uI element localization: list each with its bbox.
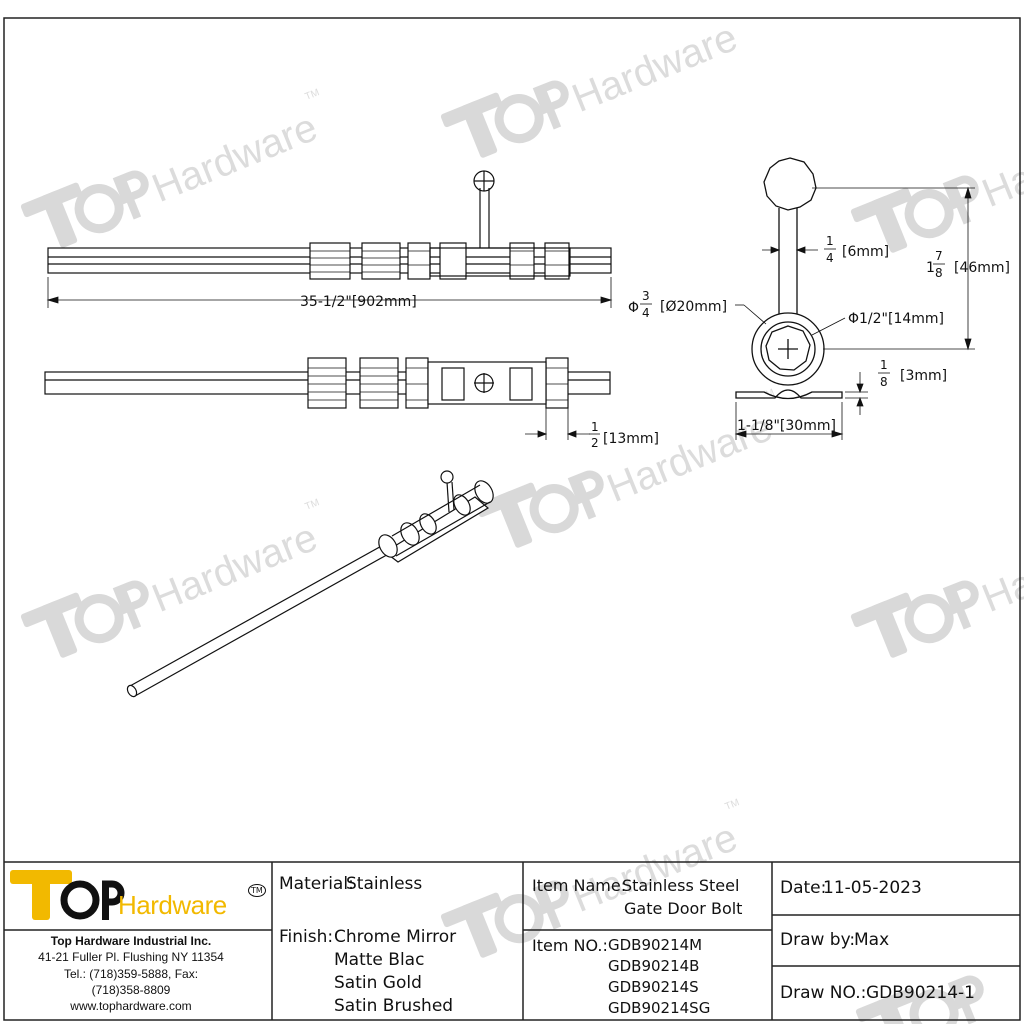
company-name: Top Hardware Industrial Inc. — [50, 934, 212, 948]
item-name-label: Item Name: — [532, 876, 627, 895]
logo-tm: TM — [248, 884, 266, 897]
company-address: 41-21 Fuller Pl. Flushing NY 11354 — [38, 950, 224, 964]
pin-dia-den: 4 — [642, 306, 650, 320]
overall-length-dimension — [46, 277, 613, 308]
watermark-tm: TM — [304, 87, 322, 103]
stem-den: 4 — [826, 251, 834, 265]
offset-den: 2 — [591, 436, 599, 450]
watermark-tm: TM — [724, 797, 742, 813]
company-fax-number: (718)358-8809 — [91, 983, 171, 997]
draw-no-label: Draw NO.: — [780, 983, 867, 1003]
base-width-label: 1-1/8"[30mm] — [737, 418, 836, 434]
finish-item: Chrome Mirror — [334, 927, 457, 947]
date-label: Date: — [780, 878, 827, 898]
company-tel-fax: Tel.: (718)359-5888, Fax: — [63, 967, 199, 981]
height-den: 8 — [935, 266, 943, 280]
draw-by-value: Max — [854, 930, 890, 950]
stem-num: 1 — [826, 234, 834, 248]
section-dimension-lines — [734, 186, 975, 440]
item-number: GDB90214M — [608, 936, 703, 954]
item-name-line2: Gate Door Bolt — [624, 899, 743, 918]
pin-dia-num: 3 — [642, 289, 650, 303]
height-num: 7 — [935, 249, 943, 263]
overall-length-label: 35-1/2"[902mm] — [300, 294, 417, 310]
finish-label: Finish: — [279, 927, 334, 947]
offset-dimension — [525, 408, 590, 440]
pin-dia-symbol: Φ — [628, 300, 639, 316]
bolt-front-view — [47, 170, 612, 280]
bolt-section-view — [735, 157, 843, 400]
bolt-top-view — [44, 357, 611, 409]
finish-item: Satin Brushed — [334, 996, 454, 1016]
logo-mark — [10, 870, 125, 920]
item-number: GDB90214B — [608, 957, 700, 975]
stem-mm: [6mm] — [842, 244, 889, 260]
bolt-isometric-view — [126, 470, 494, 698]
item-number: GDB90214S — [608, 978, 699, 996]
plate-mm: [3mm] — [900, 368, 947, 384]
item-name-line1: Stainless Steel — [622, 876, 740, 895]
height-whole: 1 — [926, 260, 935, 276]
item-number: GDB90214SG — [608, 999, 711, 1017]
finish-item: Matte Blac — [334, 950, 425, 970]
draw-by-label: Draw by: — [780, 930, 856, 950]
knob-dia-label: Φ1/2"[14mm] — [848, 311, 944, 327]
material-value: Stainless — [346, 874, 423, 894]
logo-hardware-text: Hardware — [118, 890, 227, 920]
pin-dia-mm: [Ø20mm] — [660, 299, 727, 315]
offset-mm: [13mm] — [603, 431, 659, 447]
plate-den: 8 — [880, 375, 888, 389]
plate-num: 1 — [880, 358, 888, 372]
material-label: Material: — [279, 874, 354, 894]
height-mm: [46mm] — [954, 260, 1010, 276]
item-no-label: Item NO.: — [532, 936, 608, 955]
finish-item: Satin Gold — [334, 973, 422, 993]
sheet-border — [3, 17, 1021, 1021]
watermark-tm: TM — [304, 497, 322, 513]
draw-no-value: GDB90214-1 — [866, 983, 975, 1003]
date-value: 11-05-2023 — [823, 878, 922, 898]
company-website: www.tophardware.com — [70, 999, 192, 1013]
offset-num: 1 — [591, 420, 599, 434]
